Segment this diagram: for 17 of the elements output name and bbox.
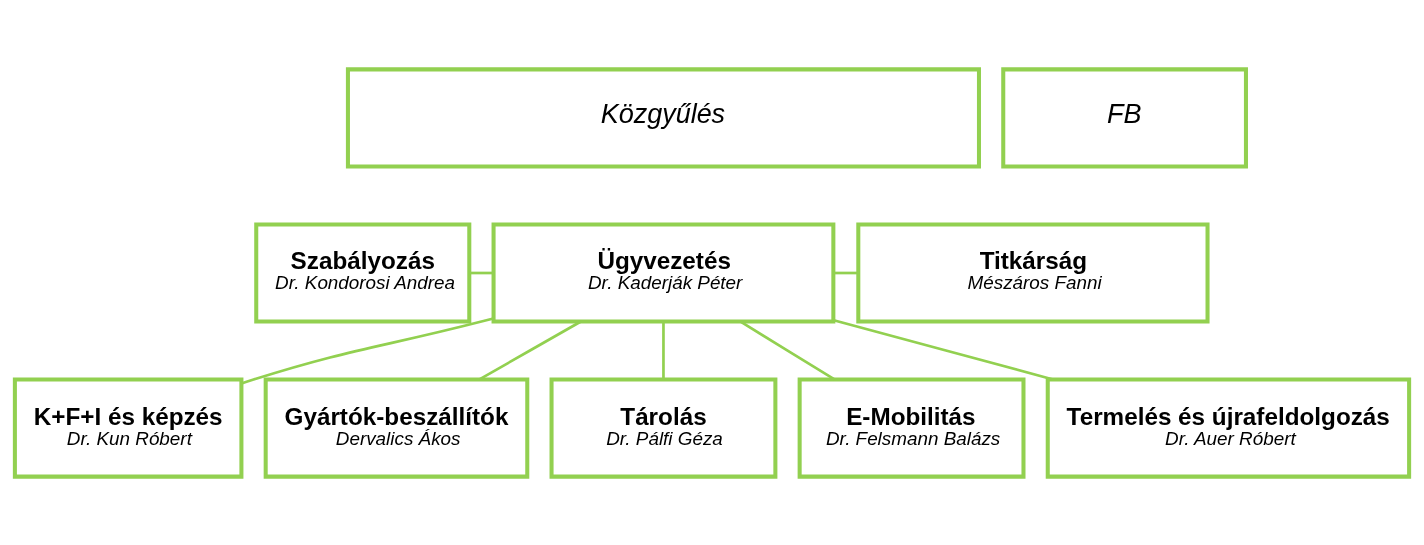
connector [739,320,836,381]
connector [833,318,1054,381]
connector [478,320,582,381]
node-box: Gyártók-beszállítók Dervalics Ákos [263,377,530,479]
node-box: Titkárság Mészáros Fanni [856,221,1210,324]
node-box: Termelés és újrafeldolgozás Dr. Auer Róbert [1045,377,1412,479]
connector [241,316,494,385]
node-box: Közgyűlés [345,66,981,168]
node-box: E-Mobilitás Dr. Felsmann Balázs [797,377,1026,479]
node-box: FB [1001,66,1248,168]
node-box: Szabályozás Dr. Kondorosi Andrea [254,221,472,324]
connector [833,271,858,274]
connector [469,271,494,274]
node-box: Ügyvezetés Dr. Kaderják Péter [491,221,836,324]
connector [662,321,665,379]
node-box: K+F+I és képzés Dr. Kun Róbert [12,377,244,479]
node-box: Tárolás Dr. Pálfi Géza [549,377,778,479]
